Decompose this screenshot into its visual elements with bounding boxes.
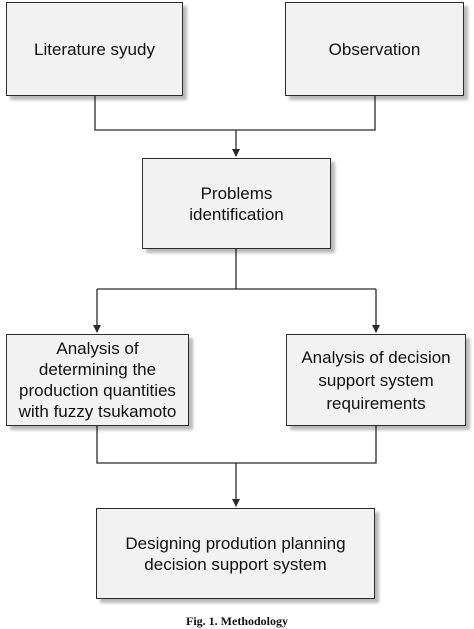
analysis-dss-requirements-box: Analysis of decision support system requ… [286, 334, 466, 426]
figure-caption: Fig. 1. Methodology [186, 614, 288, 628]
connector-analysis-quantities-down [96, 426, 236, 464]
connector-observation-down [236, 96, 376, 131]
analysis-production-quantities-box: Analysis of determining the production q… [6, 334, 189, 426]
observation-box: Observation [285, 2, 464, 96]
designing-dss-box: Designing prodution planning decision su… [96, 508, 375, 599]
literature-study-box: Literature syudy [6, 2, 183, 96]
connector-analysis-requirements-down [236, 426, 377, 464]
connector-literature-down [94, 96, 236, 131]
problems-identification-box: Problems identification [142, 158, 331, 249]
